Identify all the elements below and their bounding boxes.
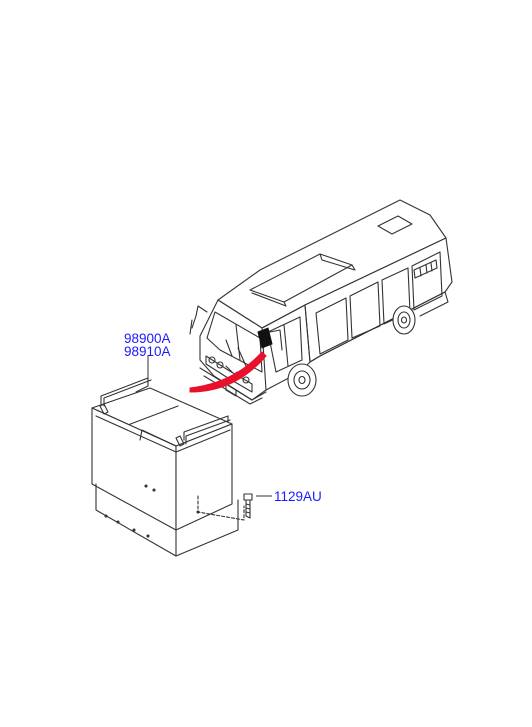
battery-location-marker xyxy=(257,327,273,349)
battery-illustration xyxy=(91,377,253,557)
part-number-label: 98910A xyxy=(124,344,171,359)
leader-lines xyxy=(147,356,272,497)
bus-illustration xyxy=(189,199,453,405)
part-number-label: 1129AU xyxy=(274,489,322,504)
part-number-label: 98900A xyxy=(124,331,171,346)
location-arrow xyxy=(189,351,267,393)
